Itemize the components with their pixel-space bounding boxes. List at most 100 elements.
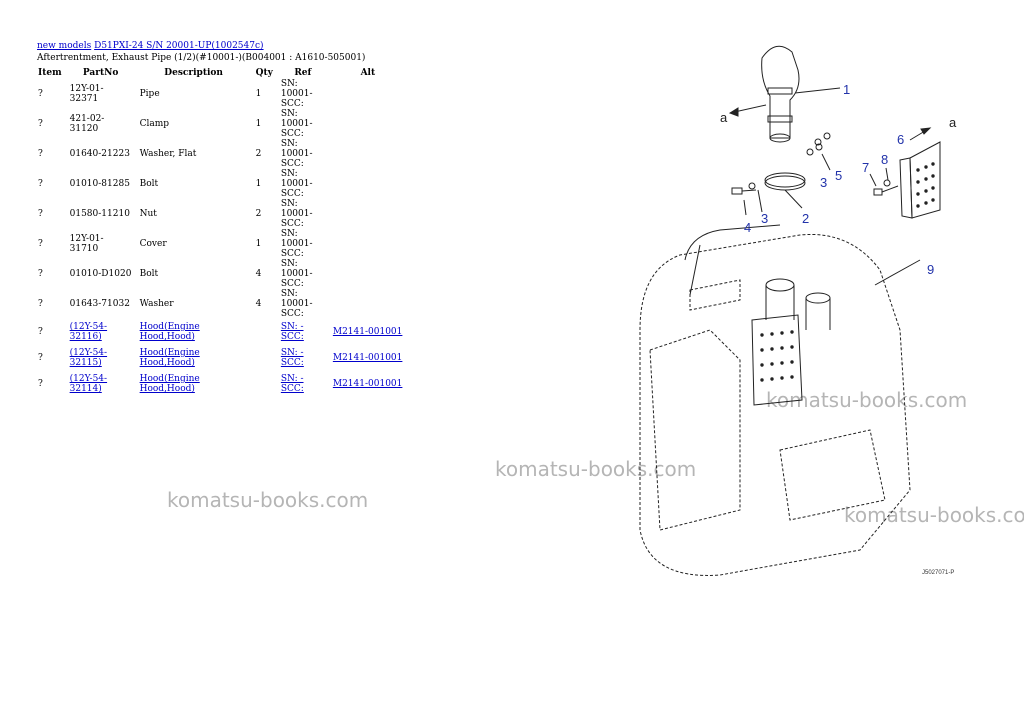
cell-ref: SN: 10001-SCC:: [277, 199, 329, 229]
cell-ref: SN: 10001-SCC:: [277, 259, 329, 289]
page-header: new models D51PXI-24 S/N 20001-UP(100254…: [37, 40, 365, 64]
hood-exhaust-stack-drawing: [751, 278, 831, 406]
cell-item: ?: [38, 119, 43, 129]
callout-4: 4: [744, 220, 751, 235]
col-qty-header: Qty: [255, 67, 273, 78]
cell-description: Nut: [139, 209, 157, 219]
cover-bolt-drawing: [869, 167, 899, 196]
cell-qty: 4: [255, 269, 262, 279]
cell-ref[interactable]: SN: -SCC:: [277, 371, 329, 397]
cell-description: Hood(Engine Hood,Hood): [136, 345, 252, 371]
cell-ref: SN: 10001-SCC:: [277, 79, 329, 109]
ref-line[interactable]: SN: -: [280, 348, 304, 358]
ref-line[interactable]: SCC:: [280, 332, 304, 342]
ref-line: SN: 10001-: [280, 79, 313, 99]
ref-line: SCC:: [280, 279, 304, 289]
table-row: ? (12Y-54-32116) Hood(Engine Hood,Hood) SN:…: [34, 319, 407, 345]
cell-alt: [329, 109, 407, 139]
cell-partno: 421-02-31120: [69, 114, 105, 134]
cell-partno: 12Y-01-32371: [69, 84, 104, 104]
ref-line: SN: 10001-: [280, 229, 313, 249]
cell-partno: 01643-71032: [69, 299, 130, 309]
cell-description-link[interactable]: Hood(Engine Hood,Hood): [139, 348, 200, 368]
cell-qty: 4: [255, 299, 262, 309]
ref-line: SCC:: [280, 249, 304, 259]
cell-alt: [329, 79, 407, 109]
cell-partno-link[interactable]: (12Y-54-32116): [69, 322, 108, 342]
cell-alt-link[interactable]: M2141-001001: [332, 327, 403, 337]
callout-2: 2: [802, 211, 809, 226]
cell-ref[interactable]: SN: -SCC:: [277, 345, 329, 371]
cell-description: Washer: [139, 299, 174, 309]
ref-line: SN: 10001-: [280, 289, 313, 309]
col-item-header: Item: [38, 67, 62, 78]
cell-alt: M2141-001001: [329, 371, 407, 397]
cell-description: Hood(Engine Hood,Hood): [136, 319, 252, 345]
cell-description-link[interactable]: Hood(Engine Hood,Hood): [139, 374, 200, 394]
cell-partno: 01010-D1020: [69, 269, 132, 279]
cell-qty: 1: [255, 179, 262, 189]
ref-line: SCC:: [280, 189, 304, 199]
callout-5: 5: [835, 168, 842, 183]
cell-partno: 01640-21223: [69, 149, 130, 159]
leader-line-1: [794, 87, 841, 94]
col-partno-header: PartNo: [82, 67, 119, 78]
cell-partno: 12Y-01-31710: [69, 234, 104, 254]
ref-line: SN: 10001-: [280, 199, 313, 219]
cell-partno: 01580-11210: [69, 209, 130, 219]
cell-item: ?: [38, 379, 43, 389]
cell-item: ?: [38, 299, 43, 309]
ref-line: SCC:: [280, 309, 304, 319]
cell-alt: [329, 199, 407, 229]
ref-line[interactable]: SCC:: [280, 384, 304, 394]
clamp-drawing: [764, 172, 806, 209]
table-row: ? (12Y-54-32114) Hood(Engine Hood,Hood) SN:…: [34, 371, 407, 397]
callout-7: 7: [862, 160, 869, 175]
ref-line[interactable]: SN: -: [280, 374, 304, 384]
cell-qty: [252, 371, 277, 397]
cell-partno-link[interactable]: (12Y-54-32114): [69, 374, 108, 394]
new-models-link[interactable]: new models: [37, 41, 92, 51]
ref-line: SN: 10001-: [280, 109, 313, 129]
callout-6: 6: [897, 132, 904, 147]
cell-description-link[interactable]: Hood(Engine Hood,Hood): [139, 322, 200, 342]
cell-item: ?: [38, 269, 43, 279]
cell-qty: 1: [255, 119, 262, 129]
table-row: ? (12Y-54-32115) Hood(Engine Hood,Hood) SN:…: [34, 345, 407, 371]
ref-line: SCC:: [280, 99, 304, 109]
ref-line[interactable]: SN: -: [280, 322, 304, 332]
cell-partno: (12Y-54-32116): [66, 319, 136, 345]
col-description-header: Description: [164, 67, 223, 78]
cell-description: Bolt: [139, 179, 159, 189]
cell-item: ?: [38, 353, 43, 363]
cell-alt-link[interactable]: M2141-001001: [332, 353, 403, 363]
cell-ref: SN: 10001-SCC:: [277, 169, 329, 199]
cell-qty: 2: [255, 209, 262, 219]
cell-ref: SN: 10001-SCC:: [277, 139, 329, 169]
callout-3b: 3: [761, 211, 768, 226]
exhaust-pipe-drawing: [728, 45, 800, 143]
callout-8: 8: [881, 152, 888, 167]
cell-item: ?: [38, 327, 43, 337]
exploded-parts-diagram: 1 2 3 3 4 5 6 7 8 9 a a J5027071-P: [639, 45, 957, 576]
cell-ref: SN: 10001-SCC:: [277, 109, 329, 139]
ref-line: SN: 10001-: [280, 139, 313, 159]
cell-partno-link[interactable]: (12Y-54-32115): [69, 348, 108, 368]
cell-alt: [329, 229, 407, 259]
col-ref-header: Ref: [294, 67, 312, 78]
ref-line: SCC:: [280, 219, 304, 229]
model-link[interactable]: D51PXI-24 S/N 20001-UP(1002547c): [94, 41, 264, 51]
cell-partno: 01010-81285: [69, 179, 130, 189]
cell-description: Hood(Engine Hood,Hood): [136, 371, 252, 397]
arrow-label-a-right: a: [949, 115, 957, 130]
cover-drawing: [899, 127, 941, 219]
cell-ref[interactable]: SN: -SCC:: [277, 319, 329, 345]
cell-alt: [329, 259, 407, 289]
ref-line: SN: 10001-: [280, 259, 313, 279]
cell-alt: M2141-001001: [329, 345, 407, 371]
ref-line[interactable]: SCC:: [280, 358, 304, 368]
cell-alt-link[interactable]: M2141-001001: [332, 379, 403, 389]
